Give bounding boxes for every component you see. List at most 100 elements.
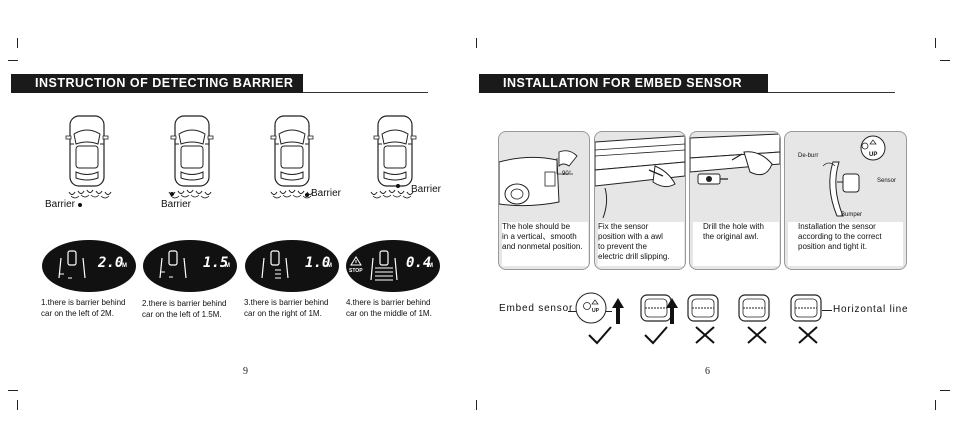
distance-unit: M <box>122 263 127 269</box>
sensor-side-icon <box>687 294 719 322</box>
step-line: the original awl. <box>703 232 759 241</box>
barrier-dot <box>170 192 174 196</box>
sensor-side-icon <box>738 294 770 322</box>
cross-mark-icon <box>695 326 715 344</box>
horizontal-line <box>822 310 832 311</box>
right-page-title: INSTALLATION FOR EMBED SENSOR <box>479 74 768 93</box>
barrier-dot <box>78 203 82 207</box>
car-top-view <box>373 114 417 188</box>
check-mark-icon <box>588 326 612 345</box>
caption: 1.there is barrier behind car on the lef… <box>41 297 126 319</box>
distance-unit: M <box>327 263 332 269</box>
install-step-panel: Drill the hole with the original awl. <box>689 131 781 270</box>
parking-display: 1.5 M <box>143 240 237 292</box>
crop-mark <box>935 38 936 48</box>
step-line: electric drill slipping. <box>598 252 670 261</box>
caption-line: 3.there is barrier behind <box>244 298 329 307</box>
barrier-dot <box>396 184 400 188</box>
deburr-label: De-burr <box>798 153 819 159</box>
display-car-icon <box>58 250 86 279</box>
caption: 2.there is barrier behind car on the lef… <box>142 298 227 320</box>
caption-line: 4.there is barrier behind <box>346 298 431 307</box>
car-top-view <box>270 114 314 188</box>
parking-display: 2.0 M <box>42 240 136 292</box>
angle-label: 90° <box>562 171 572 177</box>
title-rule <box>768 92 895 93</box>
car-top-view <box>170 114 214 188</box>
step-line: position with a awl <box>598 232 663 241</box>
caption-line: 1.there is barrier behind <box>41 298 126 307</box>
caption-line: car on the left of 1.5M. <box>142 310 222 319</box>
step-line: in a vertical、smooth <box>502 232 577 241</box>
awl-illustration <box>595 135 685 219</box>
embed-sensor-label: Embed sensor <box>499 303 574 314</box>
arrow-up-icon <box>612 298 624 324</box>
display-car-icon <box>159 250 187 279</box>
install-step-panel: Fix the sensor position with a awl to pr… <box>594 131 686 270</box>
sensor-label: Sensor <box>877 178 897 184</box>
warning-triangle-icon <box>350 256 362 266</box>
install-step-panel: 90° The hole should be in a vertical、smo… <box>498 131 590 270</box>
bumper-label: Bumper <box>841 212 863 218</box>
step-text: Fix the sensor position with a awl to pr… <box>598 222 684 266</box>
step-line: Fix the sensor <box>598 222 649 231</box>
car-top-view <box>65 114 109 188</box>
step-line: according to the correct <box>798 232 882 241</box>
caption-line: car on the left of 2M. <box>41 309 114 318</box>
step-line: Drill the hole with <box>703 222 764 231</box>
install-step-panel: De-burr Sensor Bumper UP Installation th… <box>784 131 907 270</box>
drill-illustration <box>690 133 780 185</box>
distance-reading: 2.0 <box>98 255 124 271</box>
caption-line: car on the right of 1M. <box>244 309 322 318</box>
barrier-label: Barrier <box>411 184 442 195</box>
check-mark-icon <box>644 326 668 345</box>
up-label: UP <box>869 152 878 158</box>
crop-mark <box>940 60 950 61</box>
cross-mark-icon <box>747 326 767 344</box>
caption: 4.there is barrier behind car on the mid… <box>346 297 432 319</box>
page-number: 6 <box>705 366 710 377</box>
step-line: Installation the sensor <box>798 222 876 231</box>
parking-display: STOP 0.4 M <box>346 240 440 292</box>
parking-display: 1.0 M <box>245 240 339 292</box>
caption-line: 2.there is barrier behind <box>142 299 227 308</box>
sensor-side-icon <box>790 294 822 322</box>
stop-label: STOP <box>349 268 363 274</box>
barrier-label: Barrier <box>161 199 192 210</box>
arrow-up-icon <box>666 298 678 324</box>
step-line: and nonmetal position. <box>502 242 583 251</box>
sensor-front-icon <box>575 292 607 324</box>
distance-reading: 0.4 <box>406 255 432 271</box>
distance-reading: 1.0 <box>305 255 331 271</box>
crop-mark <box>940 390 950 391</box>
sensor-install-illustration <box>822 135 886 217</box>
page-number: 9 <box>243 366 248 377</box>
crop-mark <box>17 400 18 410</box>
cross-mark-icon <box>798 326 818 344</box>
sensor-side-icon <box>640 294 672 322</box>
distance-unit: M <box>428 263 433 269</box>
distance-reading: 1.5 <box>203 255 229 271</box>
step-line: position and tight it. <box>798 242 867 251</box>
step-text: The hole should be in a vertical、smooth … <box>502 222 588 266</box>
caption-line: car on the middle of 1M. <box>346 309 432 318</box>
caption: 3.there is barrier behind car on the rig… <box>244 297 329 319</box>
sensor-waves <box>66 186 116 200</box>
barrier-dot <box>305 193 309 197</box>
horizontal-line-label: Horizontal line <box>833 304 909 315</box>
crop-mark <box>8 390 18 391</box>
left-page-title: INSTRUCTION OF DETECTING BARRIER <box>11 74 303 93</box>
step-line: The hole should be <box>502 222 571 231</box>
barrier-label: Barrier <box>45 199 76 210</box>
up-label: UP <box>592 308 599 314</box>
crop-mark <box>8 60 18 61</box>
display-car-icon <box>370 250 398 281</box>
display-car-icon <box>261 250 289 279</box>
step-text: Installation the sensor according to the… <box>788 222 903 266</box>
crop-mark <box>476 400 477 410</box>
title-rule <box>303 92 428 93</box>
crop-mark <box>476 38 477 48</box>
crop-mark <box>935 400 936 410</box>
crop-mark <box>17 38 18 48</box>
step-text: Drill the hole with the original awl. <box>693 222 779 266</box>
